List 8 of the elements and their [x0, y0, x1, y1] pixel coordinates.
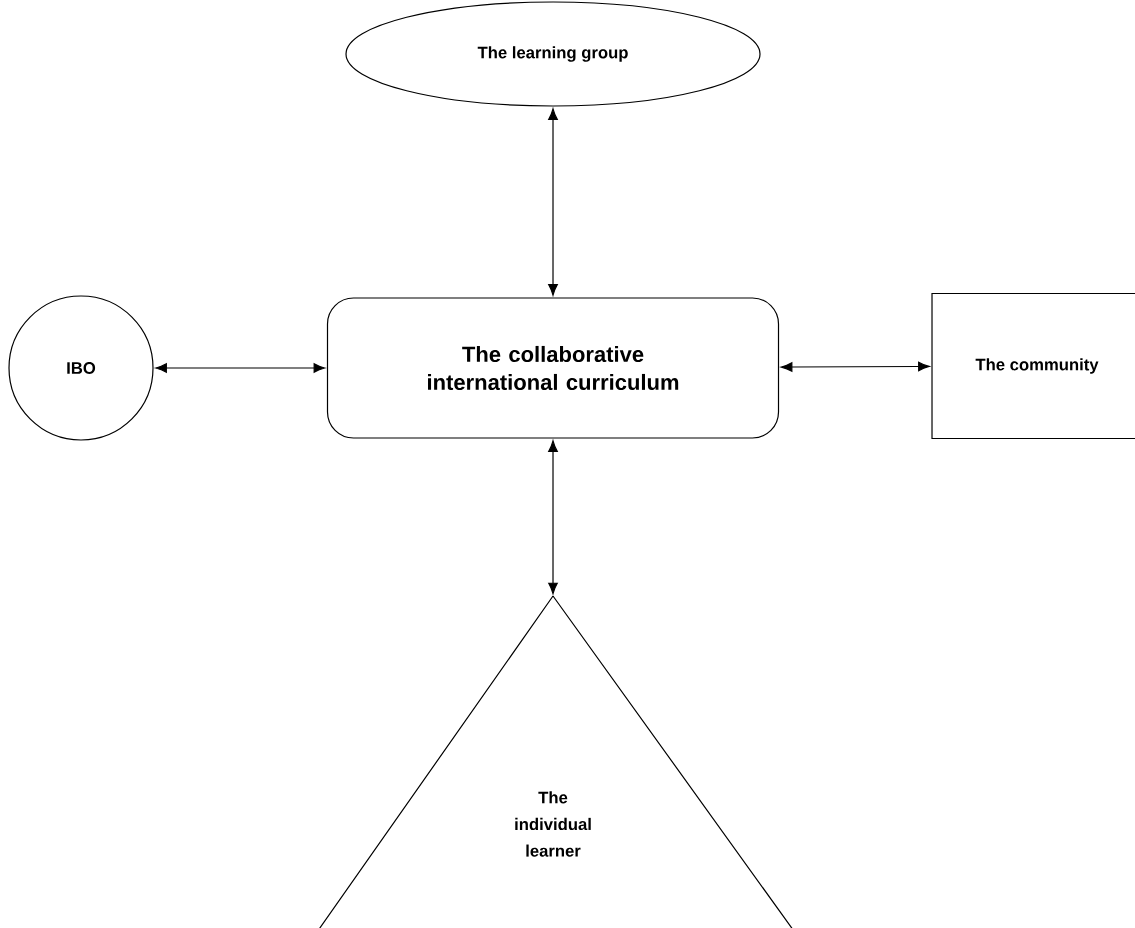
arrow	[548, 108, 558, 296]
arrow	[155, 363, 326, 373]
process-box: The collaborative international curriculum	[326, 297, 780, 439]
arrow	[548, 440, 558, 595]
circle-node: IBO	[8, 295, 154, 441]
arrow	[780, 361, 930, 372]
triangle-node: The individual learner	[302, 595, 810, 928]
ellipse-node: The learning group	[345, 1, 761, 107]
